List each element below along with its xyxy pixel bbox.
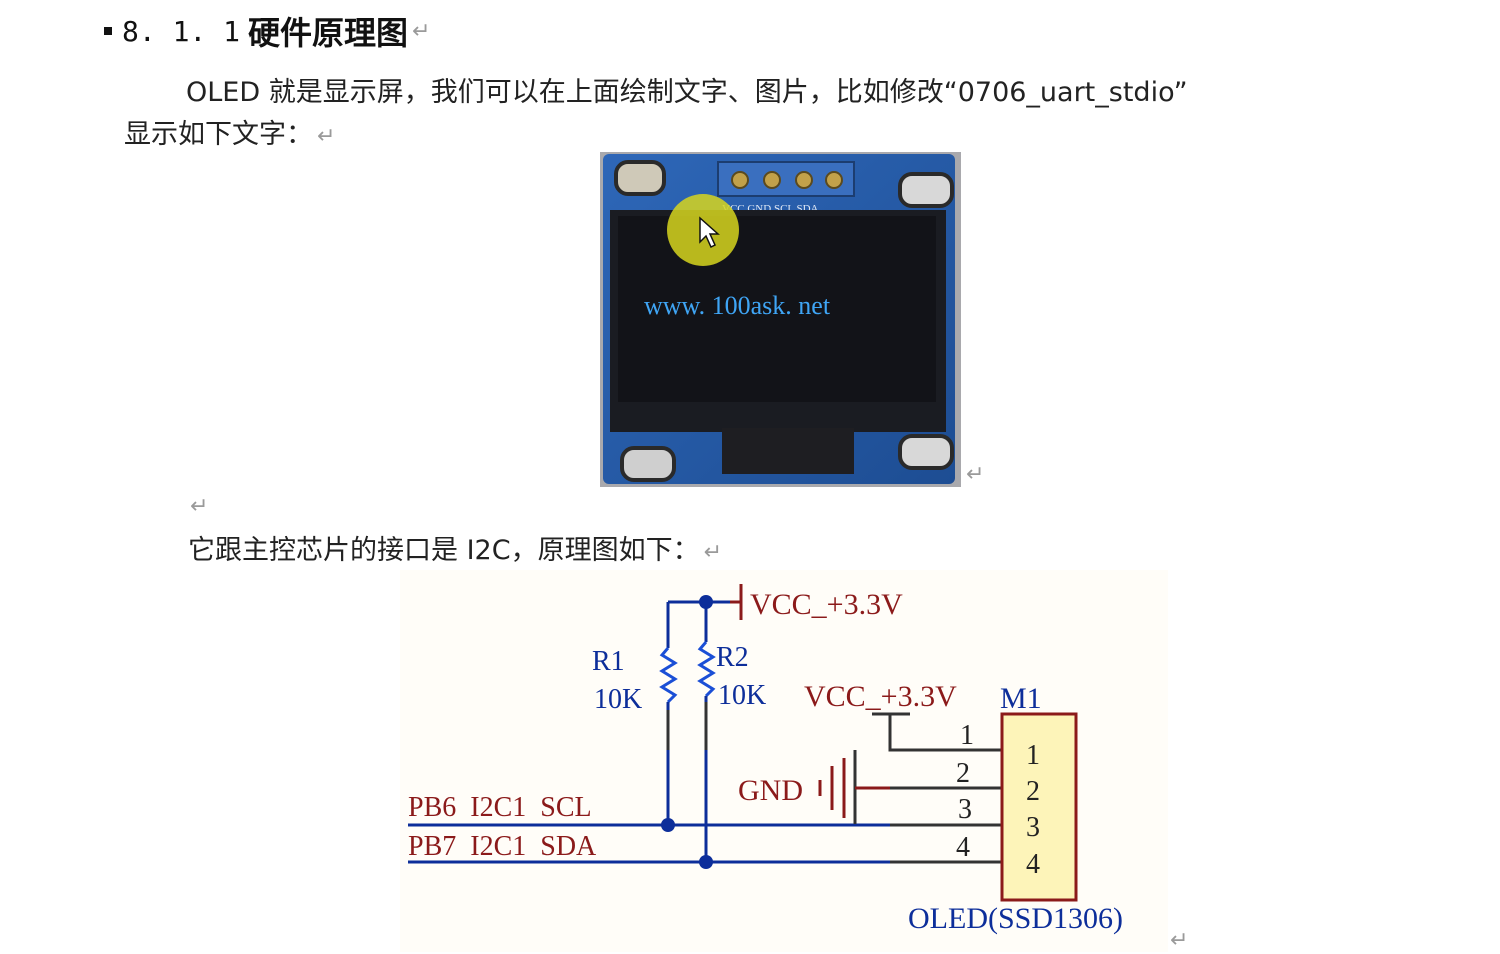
interface-line: 它跟主控芯片的接口是 I2C，原理图如下：↵ [188,528,722,567]
module-name-label: OLED(SSD1306) [908,902,1123,935]
paragraph-mark-icon: ↵ [317,124,336,149]
pin-number-outer: 1 [960,720,974,751]
module-ref-label: M1 [1000,682,1042,715]
gnd-label: GND [738,774,803,807]
heading-bullet [104,27,112,35]
heading-title: 硬件原理图 [248,14,409,52]
header-pin [731,171,749,189]
pin-number-outer: 2 [956,758,970,789]
pin-number-inner: 4 [1026,849,1040,880]
paragraph-mark-icon: ↵ [1170,928,1189,953]
oled-module-photo: VCC GND SCL SDA www. 100ask. net [600,152,961,487]
vcc-module-label: VCC_+3.3V [804,680,957,713]
header-pin [795,171,813,189]
vcc-junction [699,595,713,609]
intro-line-1: OLED 就是显示屏，我们可以在上面绘制文字、图片，比如修改“0706_uart… [186,70,1188,109]
scl-junction [661,818,675,832]
r1-name: R1 [592,646,625,677]
mount-hole-bottom-right [898,434,954,470]
pin-number-inner: 2 [1026,776,1040,807]
r2-resistor [697,641,716,698]
r1-value: 10K [594,684,642,715]
paragraph-mark-icon: ↵ [412,18,431,44]
heading-number: 8. 1. 1 [122,14,241,48]
section-heading: 8. 1. 1 硬件原理图 ↵ [104,8,430,54]
pin-number-inner: 3 [1026,812,1040,843]
pin-number-outer: 4 [956,832,970,863]
mount-hole-bottom-left [620,446,676,482]
intro-line-1-text: OLED 就是显示屏，我们可以在上面绘制文字、图片，比如修改“0706_uart… [186,77,1188,108]
r2-name: R2 [716,642,749,673]
intro-line-2: 显示如下文字：↵ [124,112,335,151]
r1-resistor [659,647,678,704]
interface-line-text: 它跟主控芯片的接口是 I2C，原理图如下： [188,535,700,566]
oled-screen-text: www. 100ask. net [644,291,831,320]
vcc-top-label: VCC_+3.3V [750,588,903,621]
sda-net-label: PB7 I2C1 SDA [408,831,597,862]
mount-hole-top-left [614,160,666,196]
paragraph-mark-icon: ↵ [966,462,985,487]
intro-line-2-text: 显示如下文字： [124,119,313,150]
header-pin [825,171,843,189]
module-body [1000,712,1078,902]
oled-schematic: VCC_+3.3V R1 10K R2 10K PB6 I2C1 SCL PB7… [400,570,1168,952]
paragraph-mark-icon: ↵ [703,540,723,565]
oled-flex-cable [722,428,854,474]
cursor-pointer-icon [699,216,720,249]
pin-number-inner: 1 [1026,740,1040,771]
paragraph-mark-icon: ↵ [190,494,209,519]
pin-number-outer: 3 [958,794,972,825]
pin1-wire [888,714,1002,752]
sda-junction [699,855,713,869]
scl-net-label: PB6 I2C1 SCL [408,792,592,823]
oled-active-area [618,216,936,402]
mount-hole-top-right [898,172,954,208]
r2-value: 10K [718,680,766,711]
header-pin [763,171,781,189]
